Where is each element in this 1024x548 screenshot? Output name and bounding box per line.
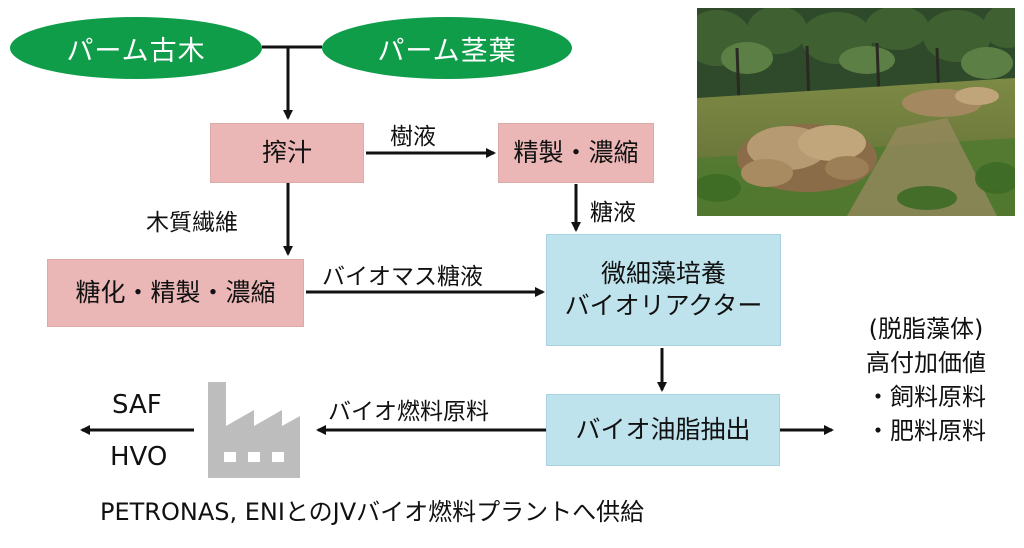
- saf-output-label: SAF: [112, 390, 162, 420]
- wood-fiber-edge-label: 木質繊維: [146, 210, 238, 236]
- side-products-item-fertilizer: ・肥料原料: [866, 417, 986, 445]
- side-products-block: (脱脂藻体) 高付加価値 ・飼料原料 ・肥料原料: [828, 312, 1024, 448]
- saccharify-box: 糖化・精製・濃縮: [47, 259, 304, 327]
- biomass-sugar-edge-label: バイオマス糖液: [322, 264, 483, 290]
- microalgae-culture-box: 微細藻培養 バイオリアクター: [546, 234, 781, 346]
- palm-stems-leaves-label: パーム茎葉: [377, 35, 517, 67]
- microalgae-culture-label-line2: バイオリアクター: [564, 291, 763, 320]
- factory-icon: [208, 382, 300, 478]
- squeeze-label: 搾汁: [261, 137, 312, 167]
- palm-plantation-photo: [697, 8, 1015, 216]
- palm-old-trees-label: パーム古木: [66, 35, 206, 67]
- refine-concentrate-label: 精製・濃縮: [513, 137, 639, 167]
- squeeze-box: 搾汁: [210, 123, 364, 183]
- footer-caption: PETRONAS, ENIとのJVバイオ燃料プラントへ供給: [100, 498, 645, 526]
- sap-edge-label: 樹液: [390, 124, 436, 150]
- side-products-subtitle: 高付加価値: [866, 349, 986, 377]
- hvo-output-label: HVO: [110, 442, 168, 472]
- side-products-title: (脱脂藻体): [868, 315, 984, 343]
- palm-stems-leaves-oval: パーム茎葉: [322, 17, 572, 79]
- bio-oil-extraction-label: バイオ油脂抽出: [575, 414, 751, 444]
- bio-oil-extraction-box: バイオ油脂抽出: [546, 394, 780, 466]
- side-products-item-feed: ・飼料原料: [866, 383, 986, 411]
- microalgae-culture-label-line1: 微細藻培養: [600, 258, 726, 288]
- sugar-solution-edge-label: 糖液: [590, 200, 636, 226]
- biofuel-feedstock-edge-label: バイオ燃料原料: [328, 399, 489, 425]
- saccharify-label: 糖化・精製・濃縮: [75, 277, 276, 307]
- palm-old-trees-oval: パーム古木: [10, 17, 262, 79]
- refine-concentrate-box: 精製・濃縮: [498, 123, 654, 183]
